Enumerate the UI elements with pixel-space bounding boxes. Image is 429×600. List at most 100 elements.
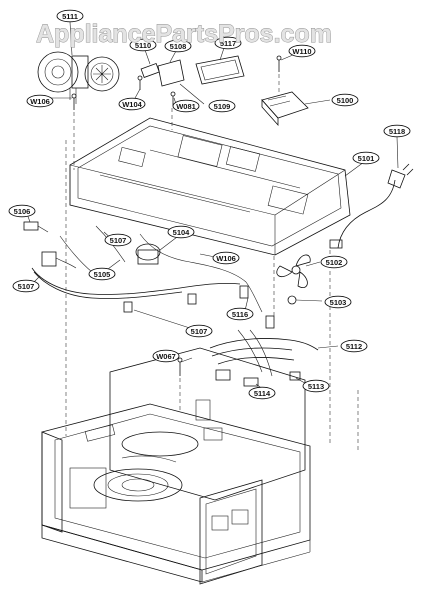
callout-5101: 5101 (352, 151, 380, 165)
switch-5107 (123, 293, 197, 313)
callout-w067: W067 (152, 349, 180, 363)
part-number-label: 5104 (173, 228, 191, 237)
part-number-label: 5107 (110, 236, 127, 245)
callout-w081: W081 (172, 99, 200, 113)
callout-oval (152, 349, 180, 363)
callout-5112: 5112 (340, 339, 368, 353)
part-number-label: W081 (176, 102, 196, 111)
callout-oval (129, 38, 157, 52)
callout-oval (167, 225, 195, 239)
callout-5108: 5108 (164, 39, 192, 53)
callout-w106b: W106 (212, 251, 240, 265)
callout-oval (56, 9, 84, 23)
callout-oval (324, 295, 352, 309)
callout-5118: 5118 (383, 124, 411, 138)
screw-w106-top (71, 93, 77, 110)
part-number-label: 5100 (337, 96, 354, 105)
callout-oval (331, 93, 359, 107)
part-number-label: W104 (122, 100, 142, 109)
screw-w104 (137, 75, 143, 90)
part-number-label: 5103 (330, 298, 347, 307)
callout-oval (12, 279, 40, 293)
callout-w104: W104 (118, 97, 146, 111)
relay-5105 (41, 251, 77, 269)
part-number-label: 5116 (232, 310, 248, 319)
callout-5107a: 5107 (104, 233, 132, 247)
callout-5114: 5114 (248, 386, 276, 400)
watermark-text: AppliancePartsPros.com (36, 20, 332, 48)
top-chassis-plate (69, 117, 351, 256)
callout-oval (340, 339, 368, 353)
callout-5107b: 5107 (12, 279, 40, 293)
part-number-label: 5102 (326, 258, 343, 267)
part-number-label: 5111 (62, 12, 78, 21)
callout-oval (226, 307, 254, 321)
wire-harness (31, 225, 263, 313)
filter-plate-5117 (195, 55, 245, 85)
callout-oval (248, 386, 276, 400)
bracket-5108 (157, 59, 185, 87)
part-number-label: 5110 (135, 41, 151, 50)
callout-oval (288, 44, 316, 58)
part-number-label: W110 (292, 47, 311, 56)
part-number-label: 5101 (358, 154, 375, 163)
callout-5113: 5113 (302, 379, 330, 393)
callout-oval (214, 36, 242, 50)
control-unit-5100 (261, 91, 309, 127)
callout-5103: 5103 (324, 295, 352, 309)
callout-oval (383, 124, 411, 138)
callout-oval (302, 379, 330, 393)
part-number-label: 5108 (170, 42, 187, 51)
oven-cavity-housing (41, 347, 311, 585)
callout-oval (8, 204, 36, 218)
callout-oval (208, 99, 236, 113)
callout-oval (185, 324, 213, 338)
callout-5100: 5100 (331, 93, 359, 107)
callout-5109: 5109 (208, 99, 236, 113)
callout-5104: 5104 (167, 225, 195, 239)
part-number-label: 5118 (389, 127, 405, 136)
callout-5117: 5117 (214, 36, 242, 50)
switch-5116 (239, 285, 275, 329)
callout-oval (118, 97, 146, 111)
callout-w110: W110 (288, 44, 316, 58)
connector-5106 (23, 221, 49, 233)
callout-oval (88, 267, 116, 281)
part-number-label: 5107 (18, 282, 35, 291)
part-number-label: W106 (30, 97, 50, 106)
part-number-label: 5113 (308, 382, 324, 391)
part-number-label: 5112 (346, 342, 362, 351)
callout-5110: 5110 (129, 38, 157, 52)
power-cord (329, 163, 414, 249)
part-number-label: W067 (156, 352, 176, 361)
callout-oval (320, 255, 348, 269)
callout-5106: 5106 (8, 204, 36, 218)
fan-blade-5102 (276, 254, 311, 288)
part-number-label: W106 (216, 254, 236, 263)
screw-w110 (276, 55, 282, 72)
lower-wire-harness (209, 329, 319, 387)
part-number-label: 5109 (214, 102, 231, 111)
callout-5102: 5102 (320, 255, 348, 269)
screw-w067 (177, 357, 183, 376)
callout-oval (172, 99, 200, 113)
part-number-label: 5114 (254, 389, 271, 398)
callout-5105: 5105 (88, 267, 116, 281)
callout-oval (164, 39, 192, 53)
callout-oval (212, 251, 240, 265)
part-number-label: 5106 (14, 207, 31, 216)
part-number-label: 5105 (94, 270, 111, 279)
callout-w106a: W106 (26, 94, 54, 108)
part-number-label: 5107 (191, 327, 208, 336)
callout-5116: 5116 (226, 307, 254, 321)
part-number-label: 5117 (220, 39, 236, 48)
fan-hub-5103 (287, 295, 297, 305)
callout-5107c: 5107 (185, 324, 213, 338)
callout-oval (352, 151, 380, 165)
leader-lines (25, 21, 399, 391)
thermal-cutoff-5110 (140, 62, 160, 78)
exploded-view-guides (65, 74, 359, 450)
callout-oval (104, 233, 132, 247)
